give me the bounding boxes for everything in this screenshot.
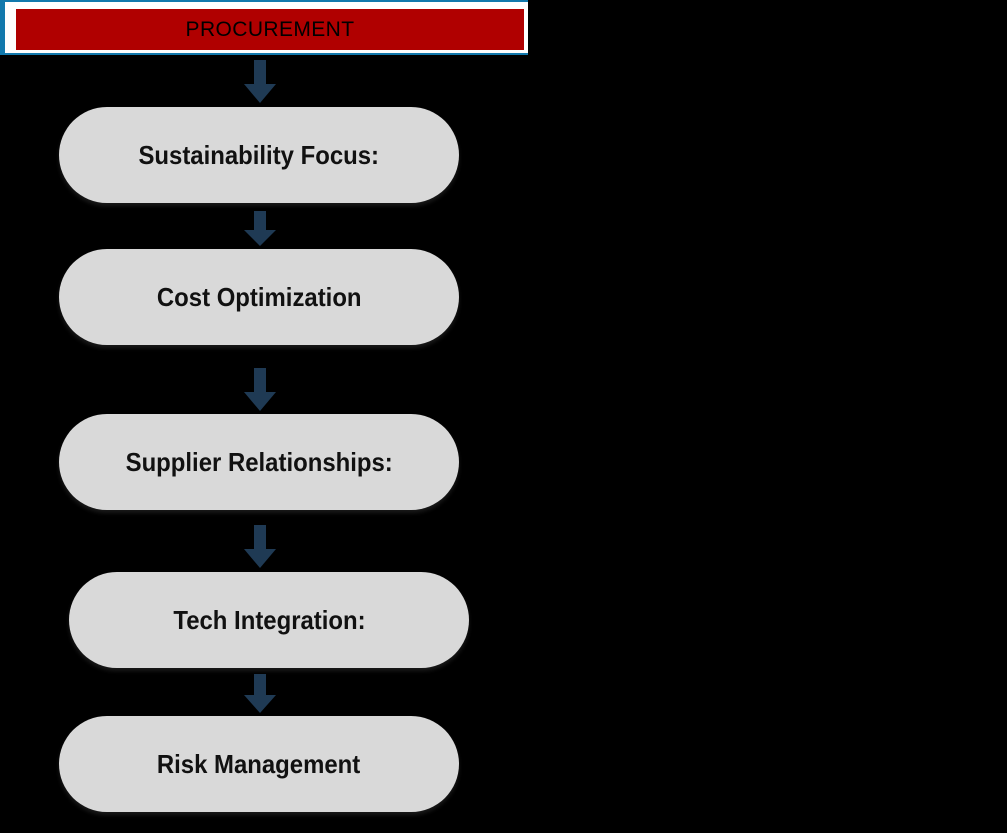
process-node-label: Sustainability Focus: xyxy=(138,140,380,170)
process-node-label: Tech Integration: xyxy=(172,605,366,635)
banner-title: PROCUREMENT xyxy=(185,18,355,41)
banner-inner-frame: PROCUREMENT xyxy=(5,2,528,53)
process-node-sustainability-focus[interactable]: Sustainability Focus: xyxy=(59,107,459,203)
procurement-banner: PROCUREMENT xyxy=(0,0,528,55)
process-node-tech-integration[interactable]: Tech Integration: xyxy=(69,572,469,668)
process-node-label: Cost Optimization xyxy=(156,282,362,312)
banner-fill: PROCUREMENT xyxy=(16,9,524,50)
process-node-supplier-relationships[interactable]: Supplier Relationships: xyxy=(59,414,459,510)
process-node-risk-management[interactable]: Risk Management xyxy=(59,716,459,812)
arrow-down-icon xyxy=(243,525,277,569)
arrow-down-icon xyxy=(243,211,277,247)
process-node-label: Supplier Relationships: xyxy=(125,447,393,477)
arrow-down-icon xyxy=(243,674,277,714)
arrow-down-icon xyxy=(243,60,277,104)
process-node-cost-optimization[interactable]: Cost Optimization xyxy=(59,249,459,345)
process-node-label: Risk Management xyxy=(157,749,361,779)
arrow-down-icon xyxy=(243,368,277,412)
